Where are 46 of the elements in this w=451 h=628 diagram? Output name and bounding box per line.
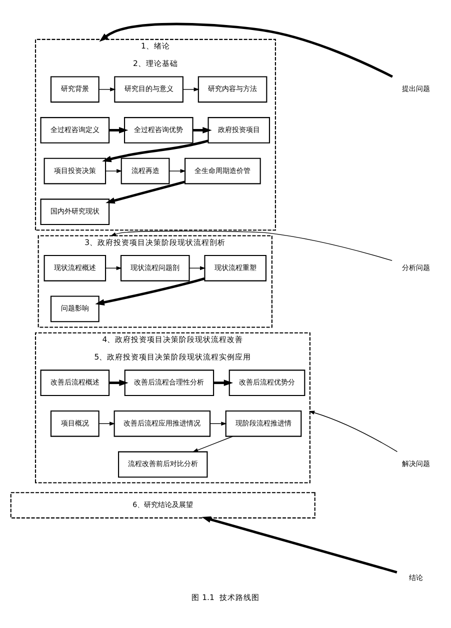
arrow xyxy=(188,266,206,270)
arrow xyxy=(192,436,234,452)
arrow xyxy=(109,379,128,386)
node-box: 改善后流程概述 xyxy=(40,369,110,396)
node-box: 改善后流程优势分 xyxy=(228,369,306,396)
arrow xyxy=(109,126,128,133)
node-box: 流程再造 xyxy=(120,157,170,184)
node-box: 流程改善前后对比分析 xyxy=(118,450,208,478)
arrow xyxy=(95,276,205,305)
node-box: 现状流程概述 xyxy=(44,254,106,281)
node-box: 现状流程重塑 xyxy=(204,254,266,281)
arrow xyxy=(102,139,208,162)
arrow xyxy=(169,168,186,172)
arrow xyxy=(210,421,227,426)
node-text: 解决问题 xyxy=(402,458,430,468)
arrow xyxy=(105,266,122,270)
node-text: 提出问题 xyxy=(402,84,430,93)
arrow xyxy=(110,230,392,260)
arrow xyxy=(98,421,116,426)
node-box: 改善后流程合理性分析 xyxy=(124,369,214,396)
node-box: 政府投资项目 xyxy=(208,116,270,143)
arrow xyxy=(308,410,398,452)
arrow xyxy=(98,86,116,91)
node-text: 分析问题 xyxy=(402,262,430,272)
node-box: 研究背景 xyxy=(50,76,100,102)
node-box: 现阶段流程推进情 xyxy=(225,410,302,436)
arrow xyxy=(192,126,212,133)
node-box: 全过程咨询优势 xyxy=(124,116,194,143)
node-box: 研究目的与意义 xyxy=(114,76,184,102)
node-text: 结论 xyxy=(409,572,424,582)
node-box: 全生命周期造价管 xyxy=(184,157,261,184)
arrow xyxy=(202,516,398,573)
node-box: 问题影响 xyxy=(50,295,100,322)
node-box: 项目投资决策 xyxy=(44,157,106,184)
node-box: 现状流程问题剖 xyxy=(120,254,190,281)
arrow xyxy=(214,379,234,386)
node-box: 研究内容与方法 xyxy=(198,76,268,102)
node-box: 项目概况 xyxy=(50,410,100,436)
node-box: 国内外研究现状 xyxy=(40,198,110,225)
arrow xyxy=(99,22,393,78)
node-box: 6、研究结论及展望 xyxy=(10,492,316,518)
arrow xyxy=(105,168,122,172)
arrow xyxy=(182,86,200,91)
arrow xyxy=(106,180,186,204)
node-box: 全过程咨询定义 xyxy=(40,116,110,143)
node-box: 改善后流程应用推进情况 xyxy=(114,410,211,436)
